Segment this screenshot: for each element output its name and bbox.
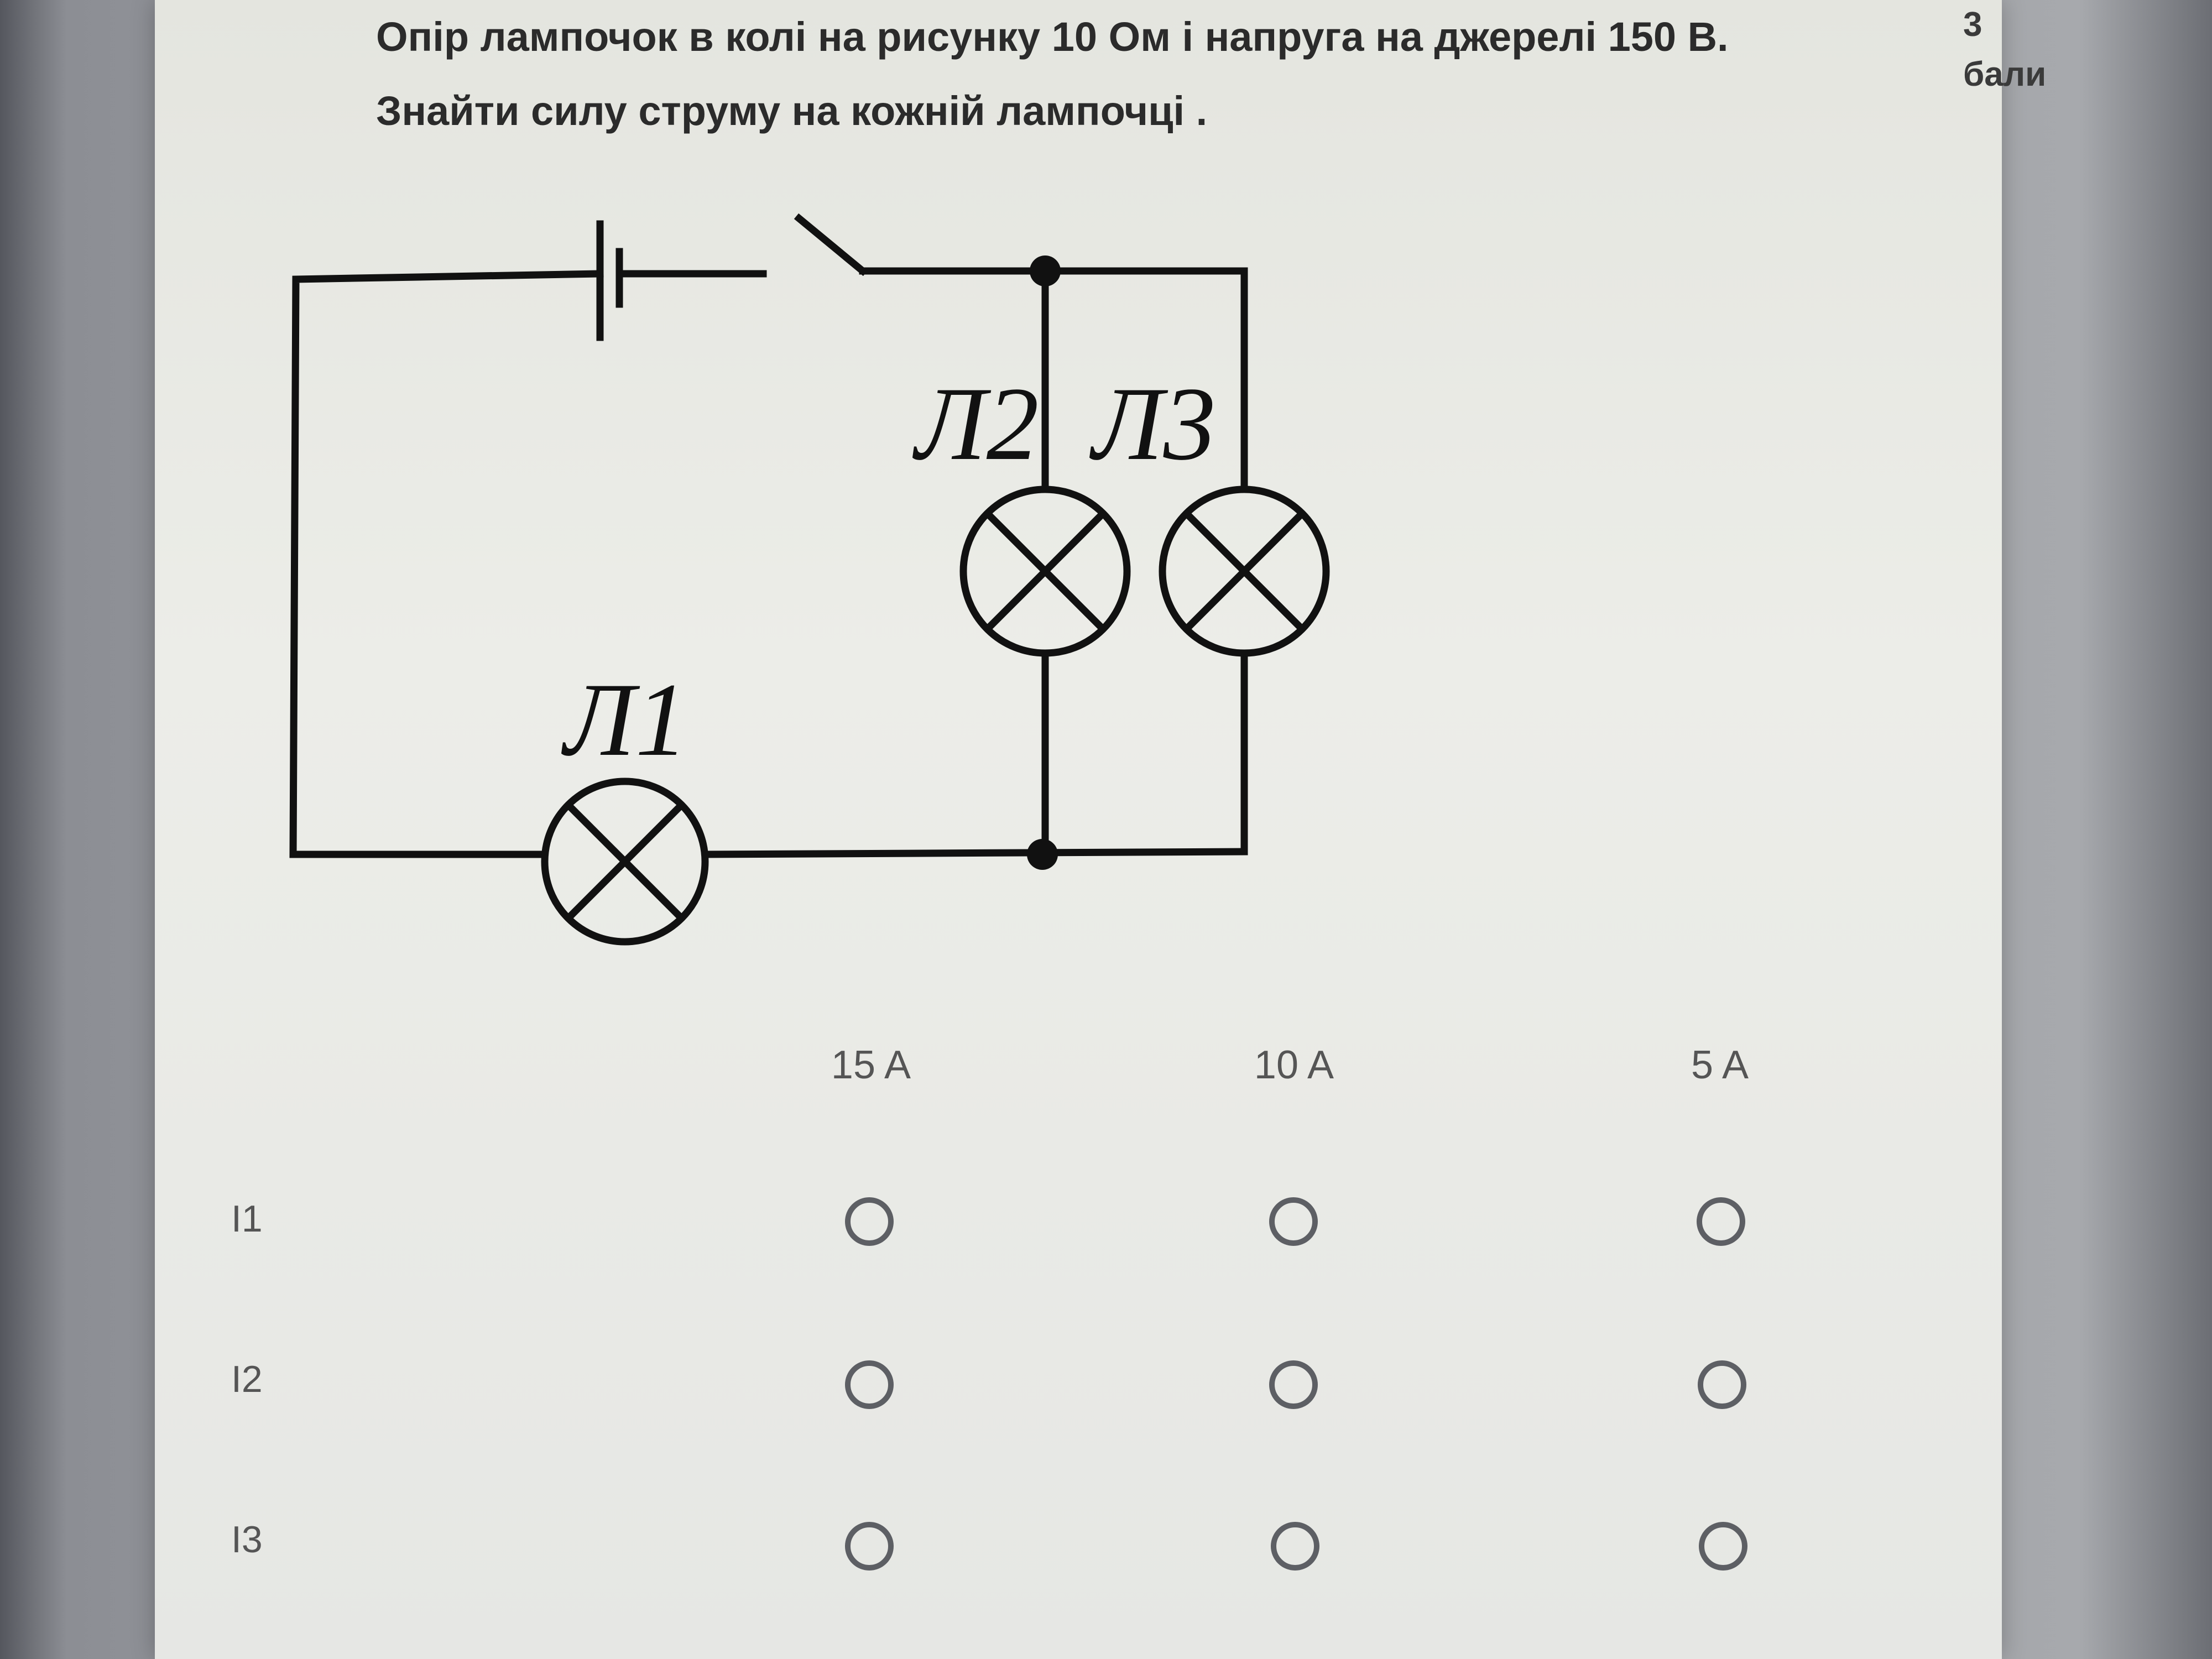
radio-i3-10a[interactable]	[1271, 1522, 1319, 1571]
lamp-1	[541, 778, 709, 946]
junction-top	[1030, 255, 1061, 286]
column-header-15a: 15 A	[831, 1043, 911, 1087]
lamp-3-label: Л3	[1089, 366, 1216, 482]
column-header-5a: 5 A	[1691, 1043, 1749, 1087]
radio-i2-5a[interactable]	[1698, 1360, 1746, 1409]
column-header-10a: 10 A	[1254, 1043, 1334, 1087]
radio-i1-15a[interactable]	[845, 1197, 894, 1246]
row-label-i3: I3	[231, 1519, 263, 1561]
radio-i2-10a[interactable]	[1269, 1360, 1318, 1409]
lamp-1-label: Л1	[561, 662, 688, 778]
radio-i1-10a[interactable]	[1269, 1197, 1318, 1246]
junction-bottom	[1027, 839, 1058, 870]
row-label-i1: I1	[231, 1198, 263, 1240]
wire-bottom-right	[701, 848, 1248, 858]
switch-blade	[794, 213, 868, 276]
radio-i3-5a[interactable]	[1699, 1522, 1747, 1571]
question-line-2: Знайти силу струму на кожній лампочці .	[376, 88, 1208, 134]
radio-i3-15a[interactable]	[845, 1522, 894, 1571]
circuit-diagram: Л2 Л3 Л1	[289, 213, 1330, 946]
question-text: Опір лампочок в колі на рисунку 10 Ом і …	[376, 0, 1869, 148]
points-label: 3 бали	[1963, 6, 2047, 93]
wire-top-left	[289, 270, 604, 858]
lamp-3	[1159, 486, 1330, 657]
lamp-2-label: Л2	[912, 366, 1039, 482]
radio-i1-5a[interactable]	[1697, 1197, 1745, 1246]
radio-i2-15a[interactable]	[845, 1360, 894, 1409]
row-label-i2: I2	[231, 1358, 263, 1400]
question-line-1: Опір лампочок в колі на рисунку 10 Ом і …	[376, 14, 1729, 60]
lamp-2	[959, 486, 1131, 657]
